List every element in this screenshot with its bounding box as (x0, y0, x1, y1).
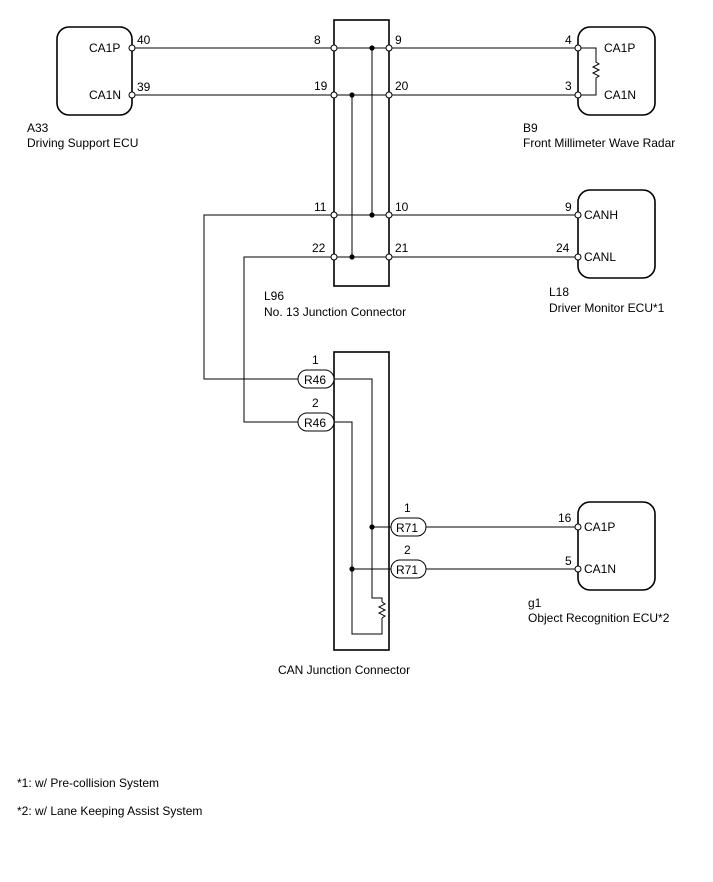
can-junction-connector: R46 1 R46 2 R71 1 R71 2 CAN Junction Con… (278, 351, 427, 677)
g1-pin-label-ca1p: CA1P (584, 520, 615, 534)
a33-terminal-ca1p (128, 44, 136, 52)
l18-pin-label-canl: CANL (584, 250, 616, 264)
front-millimeter-wave-radar: CA1P CA1N 4 3 B9 Front Millimeter Wave R… (523, 26, 675, 150)
termination-resistor-icon (377, 601, 387, 619)
l96-pin-20: 20 (395, 79, 409, 93)
connector-tag-r71-2-label: R71 (396, 563, 418, 577)
l96-pin-11: 11 (314, 200, 327, 214)
b9-pin-label-ca1p: CA1P (604, 41, 635, 55)
b9-pin-number-3: 3 (565, 79, 572, 93)
a33-terminal-ca1n (128, 91, 136, 99)
l18-pin-number-24: 24 (556, 241, 570, 255)
driving-support-ecu: CA1P CA1N 40 39 A33 Driving Support ECU (27, 26, 151, 150)
g1-pin-label-ca1n: CA1N (584, 562, 616, 576)
l18-pin-number-9: 9 (565, 200, 572, 214)
driver-monitor-ecu: CANH CANL 9 24 L18 Driver Monitor ECU*1 (549, 189, 665, 315)
object-recognition-ecu: CA1P CA1N 16 5 g1 Object Recognition ECU… (528, 501, 670, 625)
b9-pin-label-ca1n: CA1N (604, 88, 636, 102)
l96-connector-code: L96 (264, 289, 284, 303)
splice-dot (349, 566, 355, 572)
a33-pin-label-ca1n: CA1N (89, 88, 121, 102)
can-pin-number-1: 1 (312, 353, 319, 367)
splice-dot (349, 92, 355, 98)
can-pin-number-4: 2 (404, 543, 411, 557)
can-pin-number-2: 2 (312, 396, 319, 410)
l96-component-name: No. 13 Junction Connector (264, 305, 406, 319)
l96-pin-21: 21 (395, 241, 409, 255)
b9-pin-number-4: 4 (565, 33, 572, 47)
a33-connector-code: A33 (27, 121, 49, 135)
splice-dot (369, 212, 375, 218)
b9-component-name: Front Millimeter Wave Radar (523, 136, 675, 150)
b9-connector-code: B9 (523, 121, 538, 135)
splice-dot (369, 524, 375, 530)
l96-pin-8: 8 (314, 33, 321, 47)
g1-pin-number-16: 16 (558, 511, 572, 525)
connector-tag-r46-1-label: R46 (304, 373, 326, 387)
l18-component-name: Driver Monitor ECU*1 (549, 301, 665, 315)
splice-dot (369, 45, 375, 51)
a33-component-name: Driving Support ECU (27, 136, 138, 150)
connector-tag-r71-1 (390, 517, 427, 537)
l18-connector-code: L18 (549, 285, 569, 299)
a33-pin-label-ca1p: CA1P (89, 41, 120, 55)
l18-pin-label-canh: CANH (584, 208, 618, 222)
l96-pin-22: 22 (312, 241, 326, 255)
splice-dot (349, 254, 355, 260)
connector-tag-r46-2-label: R46 (304, 416, 326, 430)
junction-connector-l96: 8 9 19 20 11 10 22 21 L96 No. 13 Junctio… (264, 19, 409, 319)
l96-pin-9: 9 (395, 33, 402, 47)
footnote-2: *2: w/ Lane Keeping Assist System (17, 804, 202, 818)
footnotes: *1: w/ Pre-collision System *2: w/ Lane … (17, 776, 202, 818)
can-junction-connector-name: CAN Junction Connector (278, 663, 410, 677)
l96-pin-19: 19 (314, 79, 328, 93)
g1-pin-number-5: 5 (565, 554, 572, 568)
can-pin-number-3: 1 (404, 501, 411, 515)
g1-connector-code: g1 (528, 596, 542, 610)
a33-pin-number-40: 40 (137, 33, 151, 47)
connector-tag-r46-2 (297, 412, 335, 432)
l96-pin-10: 10 (395, 200, 409, 214)
termination-resistor-icon (578, 47, 601, 96)
a33-pin-number-39: 39 (137, 80, 151, 94)
connector-tag-r46-1 (297, 369, 335, 389)
footnote-1: *1: w/ Pre-collision System (17, 776, 159, 790)
connector-tag-r71-1-label: R71 (396, 521, 418, 535)
connector-tag-r71-2 (390, 559, 427, 579)
g1-component-name: Object Recognition ECU*2 (528, 611, 670, 625)
